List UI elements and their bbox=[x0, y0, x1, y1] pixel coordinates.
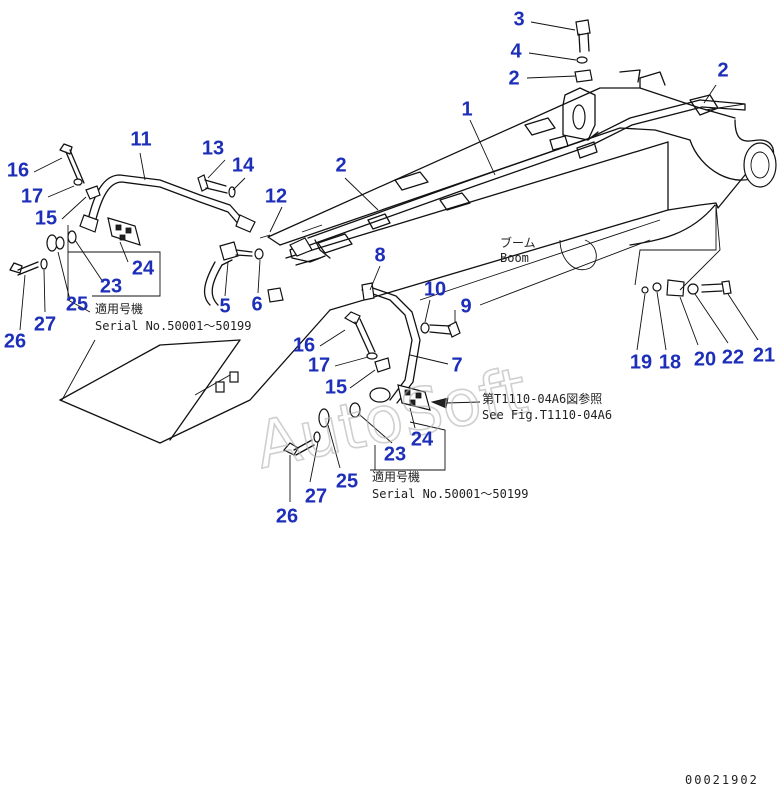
left-pipe-assembly bbox=[9, 143, 256, 276]
callout-c22: 22 bbox=[722, 346, 744, 368]
callout-c17b: 17 bbox=[308, 354, 330, 376]
right-hardware-18-22 bbox=[641, 279, 732, 297]
callout-c16b: 16 bbox=[293, 334, 315, 356]
leader-lines bbox=[19, 21, 759, 502]
callout-c15b: 15 bbox=[325, 376, 347, 398]
callout-c17a: 17 bbox=[21, 185, 43, 207]
note-boom-en: Boom bbox=[500, 251, 529, 265]
callout-c18: 18 bbox=[659, 351, 681, 373]
callout-c8: 8 bbox=[374, 244, 385, 266]
callout-c11: 11 bbox=[130, 128, 151, 150]
hose-5-and-clamp-6 bbox=[203, 241, 284, 306]
callout-c21: 21 bbox=[753, 344, 775, 366]
callout-c25a: 25 bbox=[66, 293, 88, 315]
note-see-en: See Fig.T1110-04A6 bbox=[482, 408, 612, 422]
callout-c13: 13 bbox=[202, 137, 224, 159]
callout-c14: 14 bbox=[232, 154, 255, 176]
pipe-7-and-fittings bbox=[283, 257, 481, 456]
callout-c10: 10 bbox=[424, 278, 446, 300]
callout-c26b: 26 bbox=[276, 505, 298, 527]
callout-c26a: 26 bbox=[4, 330, 26, 352]
callout-c2b: 2 bbox=[717, 59, 728, 81]
callout-c12: 12 bbox=[265, 185, 287, 207]
note-serial-en-b: Serial No.50001～50199 bbox=[372, 487, 529, 501]
callout-c2a: 2 bbox=[508, 67, 519, 89]
callout-c20: 20 bbox=[694, 348, 716, 370]
callout-c15a: 15 bbox=[35, 207, 57, 229]
callout-c1: 1 bbox=[461, 98, 472, 120]
callout-c27a: 27 bbox=[34, 313, 56, 335]
boom-body bbox=[259, 69, 777, 311]
callout-c9: 9 bbox=[460, 295, 471, 317]
callout-c25b: 25 bbox=[336, 470, 358, 492]
note-drawing-no: 00021902 bbox=[685, 773, 759, 787]
note-boom-jp: ブーム bbox=[500, 235, 536, 250]
boom-side-panel bbox=[59, 309, 331, 444]
callout-c2c: 2 bbox=[335, 154, 346, 176]
note-serial-en-a: Serial No.50001～50199 bbox=[95, 319, 252, 333]
callout-c5: 5 bbox=[219, 295, 230, 317]
note-serial-jp-a: 適用号機 bbox=[95, 301, 143, 316]
top-hardware-2-3-4 bbox=[574, 19, 593, 83]
callout-c7: 7 bbox=[451, 354, 462, 376]
callout-c16a: 16 bbox=[7, 159, 29, 181]
callout-c27b: 27 bbox=[305, 485, 327, 507]
bolt-13 bbox=[197, 174, 236, 198]
callout-c3: 3 bbox=[513, 8, 524, 30]
callout-c24b: 24 bbox=[411, 428, 434, 450]
note-see-jp: 第T1110-04A6図参照 bbox=[482, 391, 602, 406]
callout-c4: 4 bbox=[510, 40, 522, 62]
callout-c23b: 23 bbox=[384, 443, 406, 465]
callout-c19: 19 bbox=[630, 351, 652, 373]
note-serial-jp-b: 適用号機 bbox=[372, 469, 420, 484]
callout-c6: 6 bbox=[251, 293, 262, 315]
callout-c24a: 24 bbox=[132, 257, 155, 279]
callout-c23a: 23 bbox=[100, 275, 122, 297]
